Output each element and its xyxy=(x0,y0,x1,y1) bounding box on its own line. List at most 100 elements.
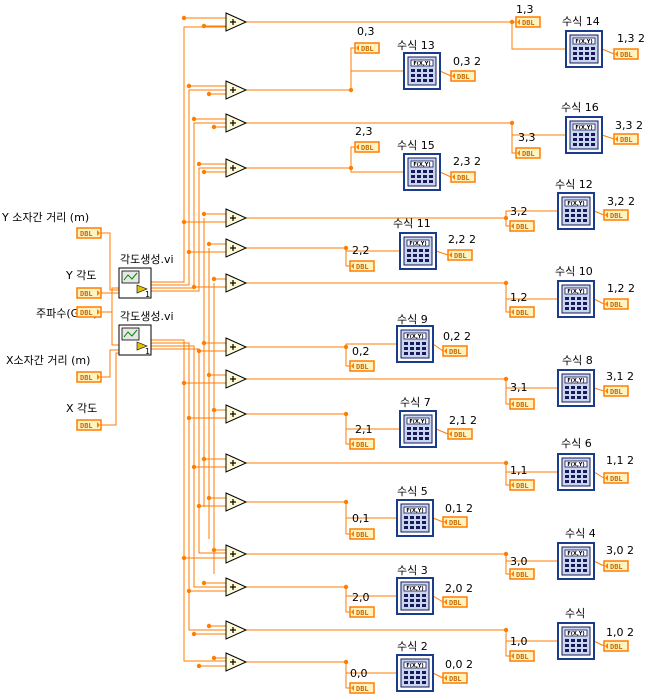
add-node-a8[interactable] xyxy=(225,369,248,389)
formula-label-f10: 수식 10 xyxy=(555,265,593,278)
output-o33[interactable]: DBL xyxy=(613,133,639,145)
add-node-a12[interactable] xyxy=(225,544,248,564)
output-o31[interactable]: DBL xyxy=(603,385,629,397)
indicator-i12[interactable]: DBL xyxy=(509,306,535,318)
wire xyxy=(101,352,119,426)
output-o22[interactable]: DBL xyxy=(447,249,473,261)
key xyxy=(407,259,411,262)
formula-label-f11: 수식 11 xyxy=(393,217,431,230)
output-o03[interactable]: DBL xyxy=(450,70,476,82)
add-node-a13[interactable] xyxy=(225,577,248,597)
indicator-i23[interactable]: DBL xyxy=(354,141,380,153)
key xyxy=(565,649,569,652)
control-in_freq[interactable]: DBL xyxy=(76,306,102,318)
indicator-i01[interactable]: DBL xyxy=(349,528,375,540)
input-arrow-icon xyxy=(356,144,359,150)
formula-node-f1[interactable]: F(X,Y) xyxy=(557,622,595,660)
output-o00[interactable]: DBL xyxy=(442,672,468,684)
control-in_x_ang[interactable]: DBL xyxy=(76,419,102,431)
add-node-a0[interactable] xyxy=(225,12,248,32)
key xyxy=(579,138,583,141)
formula-icon-text: F(X,Y) xyxy=(406,663,423,669)
formula-node-f4[interactable]: F(X,Y) xyxy=(557,542,595,580)
formula-node-f14[interactable]: F(X,Y) xyxy=(565,30,603,68)
terminal-frame xyxy=(515,16,541,28)
formula-node-f13[interactable]: F(X,Y) xyxy=(403,52,441,90)
add-node-a6[interactable] xyxy=(225,273,248,293)
control-in_y_dist[interactable]: DBL xyxy=(76,227,102,239)
output-o20[interactable]: DBL xyxy=(442,596,468,608)
output-o13[interactable]: DBL xyxy=(613,48,639,60)
subvi-sv1[interactable]: 1 xyxy=(118,267,152,299)
wire xyxy=(151,122,228,289)
add-node-a7[interactable] xyxy=(225,337,248,357)
formula-node-f10[interactable]: F(X,Y) xyxy=(557,280,595,318)
output-o21[interactable]: DBL xyxy=(447,428,473,440)
dbl-type-label: DBL xyxy=(522,150,535,158)
formula-node-f7[interactable]: F(X,Y) xyxy=(399,410,437,448)
indicator-i00[interactable]: DBL xyxy=(349,682,375,694)
formula-node-f2[interactable]: F(X,Y) xyxy=(396,654,434,692)
output-o32[interactable]: DBL xyxy=(603,209,629,221)
formula-node-f11[interactable]: F(X,Y) xyxy=(399,232,437,270)
add-node-a2[interactable] xyxy=(225,113,248,133)
add-node-a3[interactable] xyxy=(225,158,248,178)
indicator-i32[interactable]: DBL xyxy=(509,220,535,232)
indicator-i03[interactable]: DBL xyxy=(354,42,380,54)
wire-junction xyxy=(201,456,207,462)
formula-icon-text: F(X,Y) xyxy=(413,162,430,168)
formula-node-f15[interactable]: F(X,Y) xyxy=(403,153,441,191)
output-o23[interactable]: DBL xyxy=(450,171,476,183)
add-node-a10[interactable] xyxy=(225,453,248,473)
key xyxy=(583,480,587,483)
output-o02[interactable]: DBL xyxy=(442,345,468,357)
output-o10[interactable]: DBL xyxy=(603,640,629,652)
formula-node-f6[interactable]: F(X,Y) xyxy=(557,453,595,491)
wire-junction xyxy=(348,165,354,171)
indicator-i33[interactable]: DBL xyxy=(515,147,541,159)
output-o01[interactable]: DBL xyxy=(442,516,468,528)
add-node-a9[interactable] xyxy=(225,404,248,424)
output-o12[interactable]: DBL xyxy=(603,298,629,310)
dbl-type-label: DBL xyxy=(356,531,369,539)
add-node-a1[interactable] xyxy=(225,80,248,100)
formula-node-f5[interactable]: F(X,Y) xyxy=(396,499,434,537)
formula-node-f9[interactable]: F(X,Y) xyxy=(396,325,434,363)
dbl-type-label: DBL xyxy=(356,263,369,271)
formula-node-f3[interactable]: F(X,Y) xyxy=(396,577,434,615)
input-arrow-icon xyxy=(511,653,514,659)
formula-node-f12[interactable]: F(X,Y) xyxy=(557,192,595,230)
terminal-frame xyxy=(509,479,535,491)
control-in_x_dist[interactable]: DBL xyxy=(76,371,102,383)
add-node-a11[interactable] xyxy=(225,492,248,512)
wire xyxy=(505,210,558,218)
indicator-i21[interactable]: DBL xyxy=(349,438,375,450)
add-node-a15[interactable] xyxy=(225,652,248,672)
indicator-label-i00: 0,0 xyxy=(350,667,368,680)
indicator-i22[interactable]: DBL xyxy=(349,260,375,272)
indicator-i30[interactable]: DBL xyxy=(509,568,535,580)
indicator-i31[interactable]: DBL xyxy=(509,398,535,410)
output-o11[interactable]: DBL xyxy=(603,472,629,484)
control-in_y_ang[interactable]: DBL xyxy=(76,287,102,299)
formula-node-f16[interactable]: F(X,Y) xyxy=(565,116,603,154)
formula-icon-text: F(X,Y) xyxy=(413,61,430,67)
subvi-sv2[interactable]: 1 xyxy=(118,324,152,356)
formula-node-f8[interactable]: F(X,Y) xyxy=(557,369,595,407)
indicator-i20[interactable]: DBL xyxy=(349,606,375,618)
add-node-a4[interactable] xyxy=(225,208,248,228)
output-o30[interactable]: DBL xyxy=(603,560,629,572)
terminal-frame xyxy=(76,306,102,318)
key xyxy=(565,470,569,473)
indicator-i13[interactable]: DBL xyxy=(515,16,541,28)
key xyxy=(423,69,427,72)
indicator-i11[interactable]: DBL xyxy=(509,479,535,491)
indicator-i02[interactable]: DBL xyxy=(349,360,375,372)
add-node-a14[interactable] xyxy=(225,620,248,640)
input-arrow-icon xyxy=(351,263,354,269)
add-node-a5[interactable] xyxy=(225,238,248,258)
indicator-i10[interactable]: DBL xyxy=(509,650,535,662)
dbl-type-label: DBL xyxy=(610,475,623,483)
wire xyxy=(345,347,350,367)
terminal-frame xyxy=(76,287,102,299)
